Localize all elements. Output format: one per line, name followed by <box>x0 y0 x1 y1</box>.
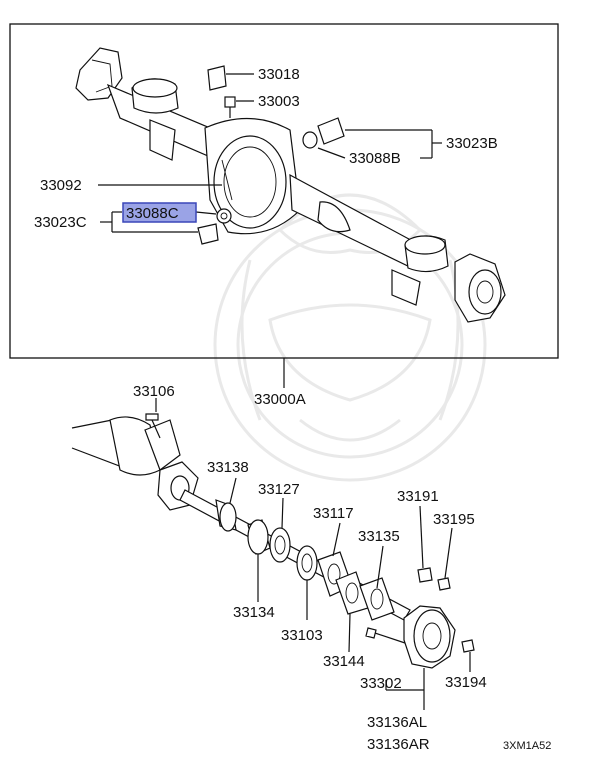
label-33191[interactable]: 33191 <box>397 488 439 505</box>
label-33302[interactable]: 33302 <box>360 675 402 692</box>
label-33103[interactable]: 33103 <box>281 627 323 644</box>
label-33106[interactable]: 33106 <box>133 383 175 400</box>
nut-33195[interactable] <box>437 577 451 591</box>
label-33127[interactable]: 33127 <box>258 481 300 498</box>
label-33134[interactable]: 33134 <box>233 604 275 621</box>
label-33138[interactable]: 33138 <box>207 459 249 476</box>
label-33195[interactable]: 33195 <box>433 511 475 528</box>
label-33023C[interactable]: 33023C <box>34 214 87 231</box>
lower-leader-lines <box>155 398 471 710</box>
label-33136AL[interactable]: 33136AL <box>367 714 427 731</box>
breather-cap-33018[interactable] <box>207 65 227 91</box>
label-33136AR[interactable]: 33136AR <box>367 736 430 753</box>
filler-plug-33023C[interactable] <box>197 223 219 245</box>
label-33135[interactable]: 33135 <box>358 528 400 545</box>
label-33092[interactable]: 33092 <box>40 177 82 194</box>
bolt-33106[interactable] <box>145 413 161 439</box>
washer-33191[interactable] <box>417 567 433 583</box>
gasket-33088C-part[interactable] <box>216 208 232 224</box>
hub-bolt-33302[interactable] <box>365 627 409 645</box>
oil-seal-33103[interactable] <box>296 545 318 581</box>
retainer-plate-33135[interactable] <box>359 577 395 621</box>
label-33194[interactable]: 33194 <box>445 674 487 691</box>
label-33088C[interactable]: 33088C <box>126 205 179 222</box>
label-33144[interactable]: 33144 <box>323 653 365 670</box>
upper-leader-lines <box>98 73 442 388</box>
label-33000A[interactable]: 33000A <box>254 391 306 408</box>
highlight-33088C <box>122 202 197 223</box>
label-33003[interactable]: 33003 <box>258 93 300 110</box>
bearing-retainer-33138[interactable] <box>219 502 237 532</box>
bearing-33127[interactable] <box>269 527 291 563</box>
axle-housing-end-section[interactable] <box>71 416 199 511</box>
axle-housing-drawing[interactable] <box>75 47 506 323</box>
diagram-code: 3XM1A52 <box>503 740 551 752</box>
hub-nut-33194[interactable] <box>461 639 475 653</box>
spacer-33134[interactable] <box>247 519 271 555</box>
label-33023B[interactable]: 33023B <box>446 135 498 152</box>
label-33117[interactable]: 33117 <box>313 505 354 522</box>
label-33088B[interactable]: 33088B <box>349 150 401 167</box>
breather-plug-33003[interactable] <box>224 96 236 118</box>
drain-plug-33023B[interactable] <box>302 117 345 149</box>
axle-hub-33136[interactable] <box>403 605 456 669</box>
label-33018[interactable]: 33018 <box>258 66 300 83</box>
